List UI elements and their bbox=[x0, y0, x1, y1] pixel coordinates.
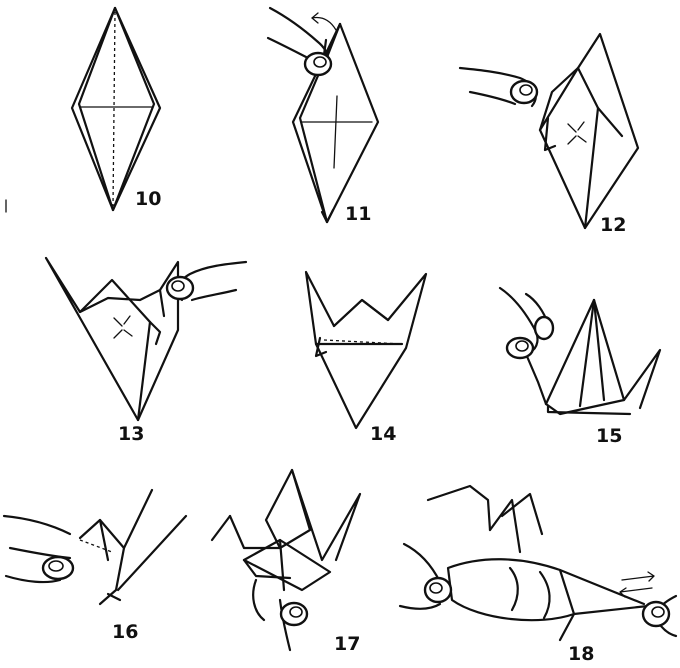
step-14-diagram bbox=[306, 272, 426, 428]
step-17-diagram bbox=[212, 470, 360, 590]
hand-icon bbox=[460, 68, 537, 106]
step-number-15: 15 bbox=[596, 425, 622, 447]
step-10-diagram bbox=[72, 8, 160, 210]
hand-icon bbox=[253, 580, 307, 650]
step-number-17: 17 bbox=[334, 633, 360, 655]
curved-arrow-icon bbox=[312, 13, 336, 30]
step-number-18: 18 bbox=[568, 643, 594, 665]
hand-icon bbox=[4, 516, 73, 582]
hand-icon bbox=[500, 288, 553, 358]
step-number-12: 12 bbox=[600, 214, 626, 236]
step-18-diagram bbox=[428, 486, 648, 640]
pinch-arrows-icon bbox=[114, 316, 132, 338]
step-number-11: 11 bbox=[345, 203, 371, 225]
step-number-14: 14 bbox=[370, 423, 396, 445]
step-13-diagram bbox=[46, 258, 178, 420]
step-12-diagram bbox=[540, 34, 638, 228]
step-16-diagram bbox=[80, 490, 186, 604]
double-arrow-icon bbox=[620, 572, 654, 597]
hand-icon bbox=[400, 544, 451, 609]
hand-icon bbox=[643, 596, 676, 636]
step-number-10: 10 bbox=[135, 188, 161, 210]
pinch-arrows-icon bbox=[568, 122, 586, 144]
step-number-16: 16 bbox=[112, 621, 138, 643]
step-number-13: 13 bbox=[118, 423, 144, 445]
step-11-diagram bbox=[293, 24, 378, 222]
